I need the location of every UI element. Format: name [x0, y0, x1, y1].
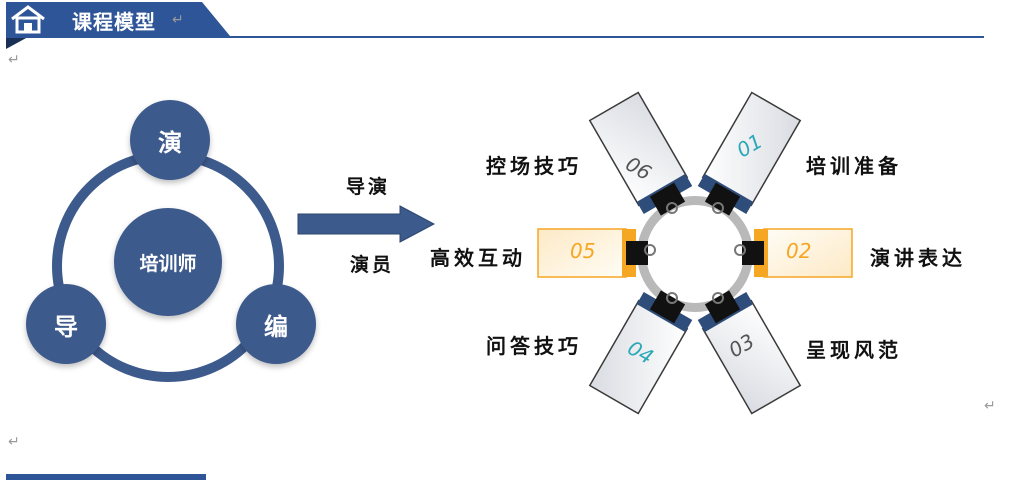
paragraph-mark: ↵ — [172, 12, 184, 28]
paragraph-mark: ↵ — [8, 52, 20, 68]
arrow-bottom-label: 演员 — [350, 254, 395, 276]
cycle-node-left: 导 — [26, 284, 106, 364]
card-label-01: 培训准备 — [806, 154, 902, 178]
card-label-03: 呈现风范 — [806, 338, 902, 362]
cycle-center-label: 培训师 — [139, 252, 197, 275]
card-label-02: 演讲表达 — [870, 246, 966, 270]
card-number-01: 01 — [733, 129, 767, 163]
card-label-05: 高效互动 — [430, 246, 526, 270]
home-icon — [11, 5, 45, 34]
cycle-node-top-label: 演 — [158, 128, 182, 157]
section-title: 课程模型 — [72, 10, 156, 34]
cycle-node-right: 编 — [236, 284, 316, 364]
cycle-node-top: 演 — [130, 100, 210, 180]
section-header-rule — [6, 36, 984, 38]
card-number-02: 02 — [786, 239, 811, 263]
card-02 — [742, 228, 853, 278]
section-header-fold — [6, 37, 28, 49]
card-05 — [537, 228, 648, 278]
cycle-node-left-label: 导 — [54, 312, 78, 341]
card-label-04: 问答技巧 — [486, 334, 582, 358]
cycle-center-node: 培训师 — [114, 208, 222, 316]
card-number-03: 03 — [725, 329, 759, 363]
arrow-top-label: 导演 — [346, 176, 391, 198]
paragraph-mark: ↵ — [984, 398, 996, 414]
cycle-node-right-label: 编 — [264, 312, 288, 341]
paragraph-mark: ↵ — [8, 434, 20, 450]
next-section-header — [6, 474, 206, 480]
right-arrow-icon — [297, 205, 436, 243]
card-number-04: 04 — [624, 336, 658, 370]
card-number-05: 05 — [570, 239, 595, 263]
card-label-06: 控场技巧 — [486, 154, 582, 178]
card-number-06: 06 — [622, 152, 656, 186]
center-binder-ring — [637, 196, 753, 312]
